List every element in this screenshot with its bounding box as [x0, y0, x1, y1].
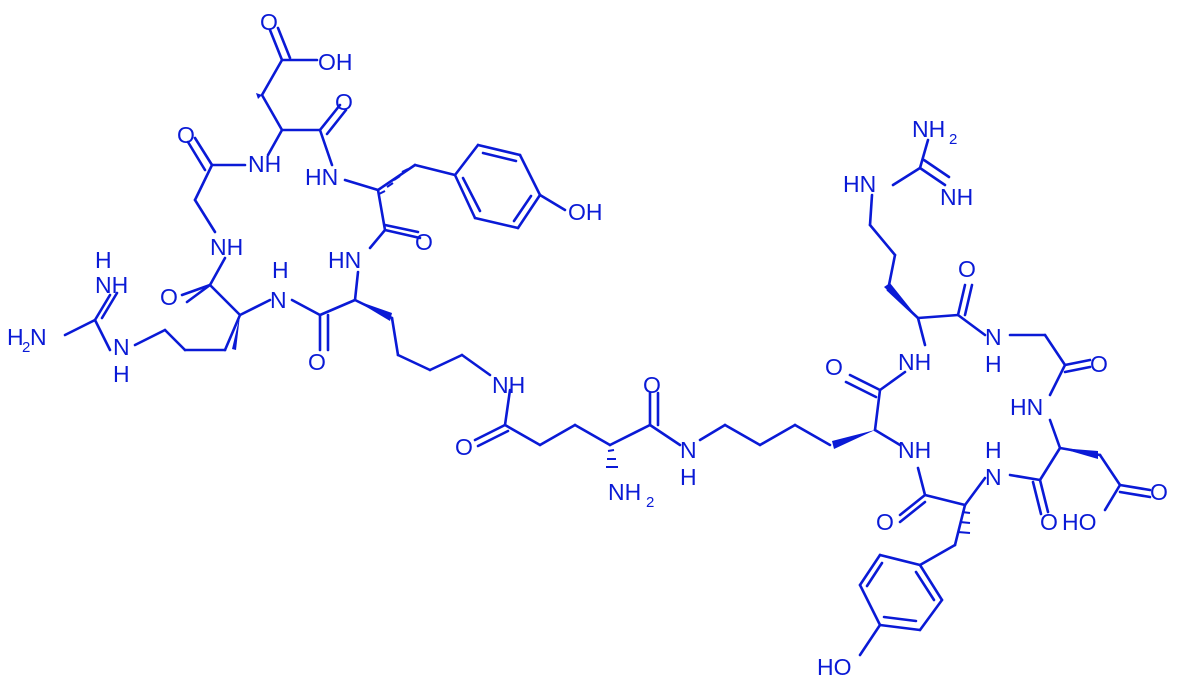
- atom-n: N: [30, 324, 47, 350]
- atom-sub-2: 2: [22, 339, 30, 356]
- atom-o: O: [1150, 479, 1168, 505]
- atom-n: N: [985, 324, 1002, 350]
- atom-o: O: [177, 122, 195, 148]
- atom-o: O: [415, 229, 433, 255]
- atom-hn: HN: [328, 247, 361, 273]
- atom-o: O: [160, 284, 178, 310]
- atom-hn: HN: [305, 164, 338, 190]
- atom-o: O: [1040, 509, 1058, 535]
- atom-o: O: [260, 9, 278, 35]
- bond-layer: [63, 26, 1152, 657]
- atom-nh2: NH: [912, 116, 945, 142]
- atom-o: O: [958, 256, 976, 282]
- atom-o: O: [335, 89, 353, 115]
- atom-nh: NH: [940, 184, 973, 210]
- atom-o: O: [643, 372, 661, 398]
- atom-oh: OH: [318, 49, 353, 75]
- atom-o: O: [825, 354, 843, 380]
- atom-o: O: [455, 434, 473, 460]
- atom-ho: HO: [1062, 509, 1097, 535]
- atom-hn: HN: [1010, 394, 1043, 420]
- atom-nh2: NH: [608, 479, 641, 505]
- atom-h2n: H: [7, 324, 24, 350]
- atom-ho: HO: [817, 654, 852, 680]
- stereo-layer: [232, 93, 1098, 534]
- atom-o: O: [876, 509, 894, 535]
- atom-nh: NH: [898, 437, 931, 463]
- atom-nh: NH: [248, 151, 281, 177]
- atom-nh: NH: [95, 272, 128, 298]
- atom-nh: NH: [492, 372, 525, 398]
- atom-sub-2: 2: [949, 131, 957, 148]
- atom-nh: NH: [210, 234, 243, 260]
- atom-o: O: [1090, 351, 1108, 377]
- atom-o: O: [308, 349, 326, 375]
- atom-n: N: [270, 287, 287, 313]
- atom-h: H: [680, 464, 697, 490]
- atom-h: H: [95, 247, 112, 273]
- atom-n: N: [680, 437, 697, 463]
- atom-sub-2: 2: [646, 494, 654, 511]
- atom-n: N: [113, 334, 130, 360]
- atom-label-layer: O OH O NH HN O NH OH O HN O H N O NH H H…: [7, 9, 1168, 680]
- atom-nh: NH: [898, 349, 931, 375]
- atom-h: H: [113, 361, 130, 387]
- atom-n: N: [985, 464, 1002, 490]
- atom-h: H: [272, 257, 289, 283]
- atom-h: H: [985, 437, 1002, 463]
- atom-oh: OH: [568, 199, 603, 225]
- atom-hn: HN: [843, 171, 876, 197]
- atom-h: H: [985, 351, 1002, 377]
